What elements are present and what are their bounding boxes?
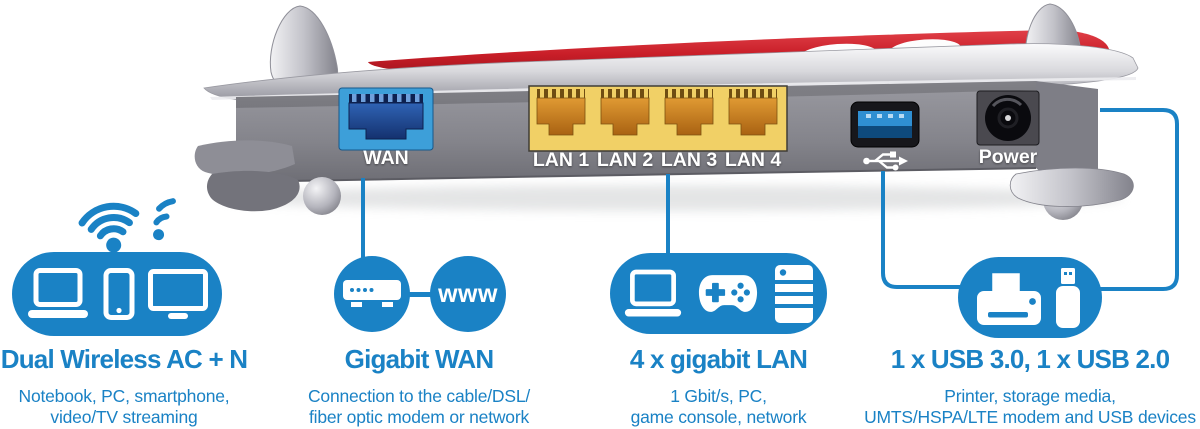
wireless-subtitle-line2: video/TV streaming xyxy=(50,406,198,427)
router-chassis xyxy=(194,3,1139,220)
antenna-fin-right xyxy=(1025,3,1082,81)
wifi-icon xyxy=(78,198,176,253)
power-port-label: Power xyxy=(978,146,1038,168)
usb-subtitle-line1: Printer, storage media, xyxy=(944,386,1116,406)
right-end-cap xyxy=(1036,81,1098,186)
lan-devices-badge xyxy=(610,253,827,334)
wan-port xyxy=(338,87,434,151)
lan-subtitle-line2: game console, network xyxy=(630,406,807,427)
lan-port-3 xyxy=(664,89,714,136)
wireless-subtitle: Notebook, PC, smartphone, video/TV strea… xyxy=(0,386,248,427)
wan-port-label: WAN xyxy=(363,147,409,169)
lan2-port-label: LAN 2 xyxy=(596,149,654,171)
left-foot-ball xyxy=(303,177,341,215)
lan-port-2 xyxy=(600,89,650,136)
usb2-side-connector-line xyxy=(1098,108,1179,291)
wan-subtitle-line1: Connection to the cable/DSL/ xyxy=(307,386,531,406)
lan-title: 4 x gigabit LAN xyxy=(629,344,808,374)
www-badge: www xyxy=(430,256,506,332)
top-button xyxy=(889,39,961,61)
right-foot-ball xyxy=(1043,180,1083,220)
antenna-fin-left xyxy=(269,5,339,95)
usb-title: 1 x USB 3.0, 1 x USB 2.0 xyxy=(890,344,1170,374)
modem-badge xyxy=(334,256,410,332)
bevel-shadow xyxy=(236,81,1036,108)
top-bevel xyxy=(203,43,1139,105)
server-icon xyxy=(774,264,813,323)
usb-subtitle-line2: UMTS/HSPA/LTE modem and USB devices xyxy=(864,406,1196,427)
usb-subtitle: Printer, storage media, UMTS/HSPA/LTE mo… xyxy=(858,386,1200,427)
smartphone-icon xyxy=(103,268,135,320)
gamepad-icon xyxy=(698,275,757,312)
wireless-title: Dual Wireless AC + N xyxy=(0,344,248,374)
lan-subtitle: 1 Gbit/s, PC, game console, network xyxy=(596,386,841,427)
left-wing-upper xyxy=(194,140,295,176)
power-port xyxy=(976,90,1040,146)
wan-subtitle-line2: fiber optic modem or network xyxy=(308,406,530,427)
laptop-icon xyxy=(28,268,88,318)
www-label: www xyxy=(438,279,498,308)
wan-title: Gigabit WAN xyxy=(344,344,494,374)
modem-icon xyxy=(343,280,401,307)
usb3-connector-line xyxy=(881,171,966,289)
lan-port-4 xyxy=(728,89,778,136)
top-button xyxy=(799,43,877,67)
bevel-highlight xyxy=(210,77,1136,100)
right-wing xyxy=(1009,167,1134,207)
modem-www-link xyxy=(404,292,436,297)
wan-subtitle: Connection to the cable/DSL/ fiber optic… xyxy=(294,386,544,427)
lan-subtitle-line1: 1 Gbit/s, PC, xyxy=(670,386,767,406)
lan-port-1 xyxy=(536,89,586,136)
wireless-subtitle-line1: Notebook, PC, smartphone, xyxy=(18,386,230,406)
lan1-port-label: LAN 1 xyxy=(532,149,590,171)
tv-icon xyxy=(148,269,208,319)
router-shadow xyxy=(220,185,1124,211)
left-wing-lower xyxy=(206,170,300,212)
red-top-panel xyxy=(368,30,1110,74)
lan-ports xyxy=(528,85,788,152)
wireless-devices-badge xyxy=(12,252,222,336)
wan-pins xyxy=(352,94,420,102)
usb-port xyxy=(850,101,920,148)
lan3-port-label: LAN 3 xyxy=(660,149,718,171)
usb-devices-badge xyxy=(958,257,1102,338)
usb-stick-icon xyxy=(1056,267,1080,328)
lan4-port-label: LAN 4 xyxy=(724,149,782,171)
printer-icon xyxy=(977,270,1041,325)
laptop-icon xyxy=(624,269,681,316)
usb-trident-icon xyxy=(863,151,908,171)
